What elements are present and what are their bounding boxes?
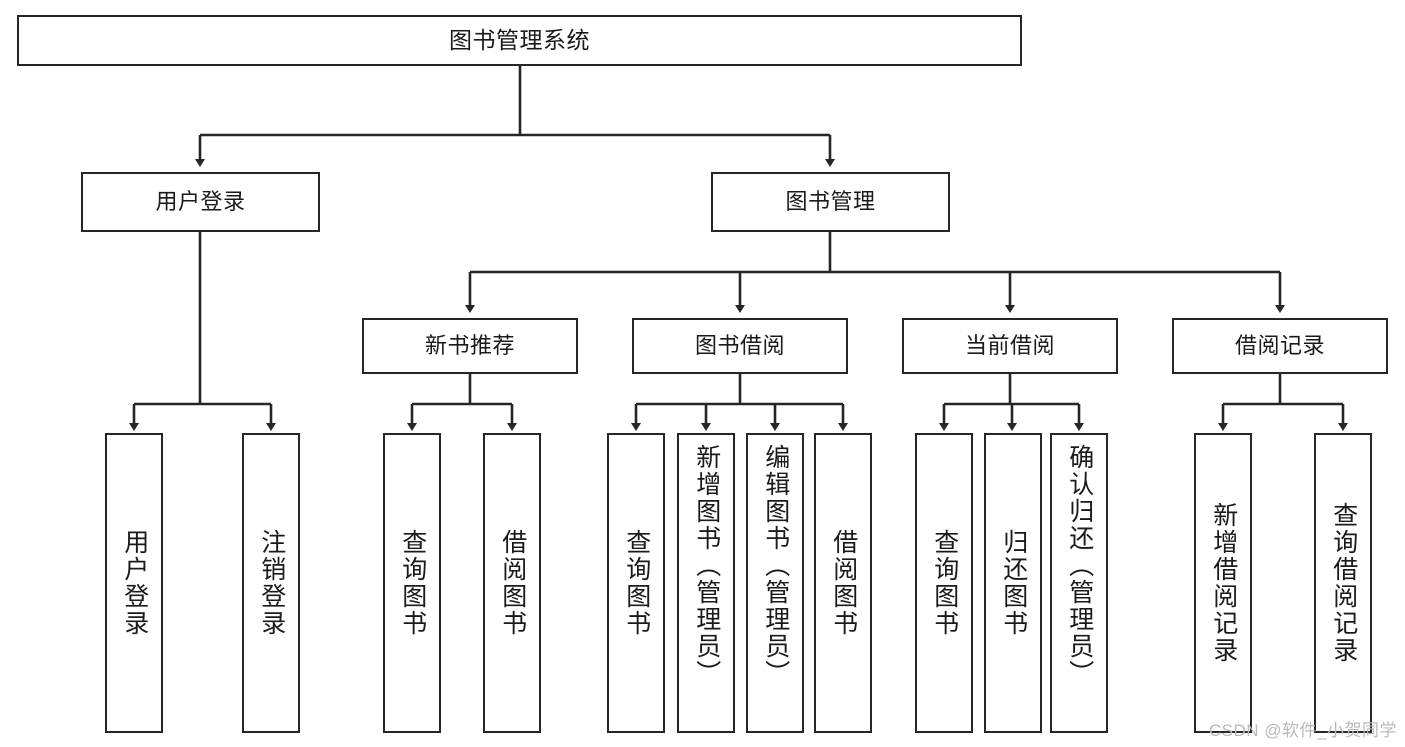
node-label: 归还图书 bbox=[999, 529, 1028, 637]
node-user-login[interactable]: 用户登录 bbox=[81, 172, 320, 232]
node-label: 图书管理系统 bbox=[449, 26, 590, 53]
node-label: 用户登录 bbox=[155, 188, 246, 214]
node-label: 注销登录 bbox=[257, 529, 286, 637]
node-label: 查询图书 bbox=[930, 529, 959, 637]
node-label: 确认归还（管理员） bbox=[1065, 444, 1094, 687]
leaf-current-return-book[interactable]: 归还图书 bbox=[984, 433, 1042, 733]
node-label: 当前借阅 bbox=[964, 332, 1055, 358]
node-label: 新增图书（管理员） bbox=[692, 444, 721, 687]
node-label: 新增借阅记录 bbox=[1209, 502, 1238, 664]
node-label: 用户登录 bbox=[120, 529, 149, 637]
node-root-system[interactable]: 图书管理系统 bbox=[17, 15, 1022, 66]
leaf-borrow-add-book-admin[interactable]: 新增图书（管理员） bbox=[677, 433, 735, 733]
node-new-book-recommend[interactable]: 新书推荐 bbox=[362, 318, 578, 374]
node-label: 借阅图书 bbox=[498, 529, 527, 637]
node-label: 新书推荐 bbox=[424, 332, 515, 358]
leaf-current-query-book[interactable]: 查询图书 bbox=[915, 433, 973, 733]
leaf-borrow-borrow-book[interactable]: 借阅图书 bbox=[814, 433, 872, 733]
node-label: 借阅图书 bbox=[829, 529, 858, 637]
node-borrow-record[interactable]: 借阅记录 bbox=[1172, 318, 1388, 374]
node-label: 编辑图书（管理员） bbox=[761, 444, 790, 687]
leaf-borrow-query-book[interactable]: 查询图书 bbox=[607, 433, 665, 733]
node-label: 查询图书 bbox=[622, 529, 651, 637]
node-label: 借阅记录 bbox=[1234, 332, 1325, 358]
node-label: 图书借阅 bbox=[694, 332, 785, 358]
leaf-record-add-record[interactable]: 新增借阅记录 bbox=[1194, 433, 1252, 733]
node-label: 图书管理 bbox=[785, 188, 876, 214]
leaf-record-query-record[interactable]: 查询借阅记录 bbox=[1314, 433, 1372, 733]
leaf-recommend-query-book[interactable]: 查询图书 bbox=[383, 433, 441, 733]
node-label: 查询图书 bbox=[398, 529, 427, 637]
node-book-borrow[interactable]: 图书借阅 bbox=[632, 318, 848, 374]
node-current-borrow[interactable]: 当前借阅 bbox=[902, 318, 1118, 374]
leaf-user-login-login[interactable]: 用户登录 bbox=[105, 433, 163, 733]
node-label: 查询借阅记录 bbox=[1329, 502, 1358, 664]
watermark: CSDN @软件_小贺同学 bbox=[1208, 721, 1397, 740]
leaf-user-login-logout[interactable]: 注销登录 bbox=[242, 433, 300, 733]
node-book-management[interactable]: 图书管理 bbox=[711, 172, 950, 232]
leaf-current-confirm-return-admin[interactable]: 确认归还（管理员） bbox=[1050, 433, 1108, 733]
leaf-recommend-borrow-book[interactable]: 借阅图书 bbox=[483, 433, 541, 733]
leaf-borrow-edit-book-admin[interactable]: 编辑图书（管理员） bbox=[746, 433, 804, 733]
